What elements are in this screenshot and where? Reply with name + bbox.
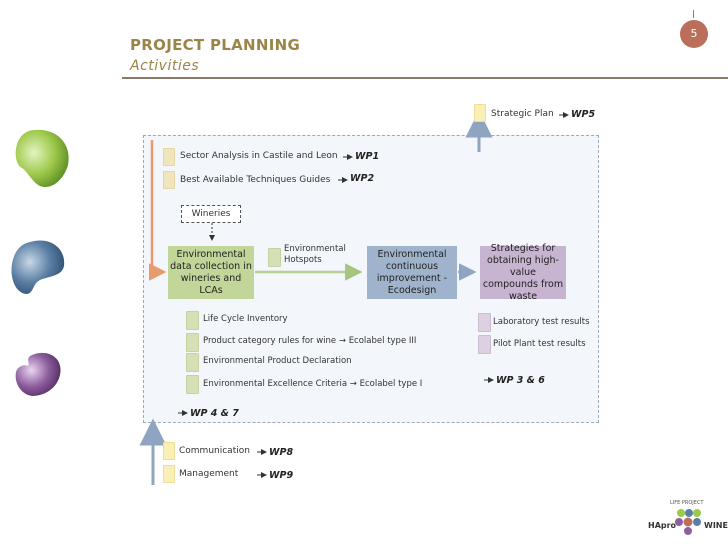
management-label: Management: [179, 469, 239, 479]
strategic-plan-wp: WP5: [571, 109, 596, 120]
hotspots-label: Environmental Hotspots: [284, 244, 346, 265]
bat-guides-label: Best Available Techniques Guides: [180, 175, 331, 185]
communication-label: Communication: [179, 446, 250, 456]
wp-3-6-label: WP 3 & 6: [496, 375, 545, 386]
decorative-shapes: [11, 129, 69, 396]
strategic-plan-label: Strategic Plan: [491, 109, 554, 119]
pilot-plant-label: Pilot Plant test results: [493, 339, 586, 349]
communication-wp: WP8: [269, 447, 294, 458]
purple-disc-shape: [15, 352, 61, 396]
wp-4-7-label: WP 4 & 7: [190, 408, 239, 419]
logo-right-text: WINE: [704, 521, 728, 530]
pilot-plant-doc-icon: [478, 335, 491, 354]
page-number-badge: 5: [680, 20, 708, 48]
sector-analysis-label: Sector Analysis in Castile and Leon: [180, 151, 338, 161]
hapro-wine-logo: LIFE PROJECT HApro WINE: [648, 500, 728, 540]
green-disc-shape: [15, 129, 69, 188]
hotspots-doc-icon: [268, 248, 281, 267]
excellence-criteria-doc-icon: [186, 375, 199, 394]
header-divider: [122, 77, 728, 79]
page-title: PROJECT PLANNING: [130, 36, 301, 54]
bat-guides-wp: WP2: [350, 173, 375, 184]
epd-doc-icon: [186, 353, 199, 372]
lci-doc-icon: [186, 311, 199, 330]
page-number-tick: [693, 10, 694, 18]
management-doc-icon: [163, 465, 175, 483]
logo-grape-icon: [675, 509, 701, 535]
wineries-box: Wineries: [181, 205, 241, 223]
orange-connector-arrow: [149, 140, 167, 281]
lci-label: Life Cycle Inventory: [203, 314, 288, 324]
pcr-doc-icon: [186, 333, 199, 352]
lab-results-doc-icon: [478, 313, 491, 332]
ecodesign-box: Environmental continuous improvement - E…: [367, 246, 457, 299]
strategic-plan-doc-icon: [474, 104, 486, 122]
blue-disc-shape: [11, 240, 65, 294]
communication-doc-icon: [163, 442, 175, 460]
sector-analysis-wp: WP1: [355, 151, 380, 162]
pcr-label: Product category rules for wine → Ecolab…: [203, 336, 417, 346]
logo-top-text: LIFE PROJECT: [670, 500, 704, 506]
strategies-box: Strategies for obtaining high-value comp…: [480, 243, 566, 302]
logo-left-text: HApro: [648, 521, 677, 530]
excellence-criteria-label: Environmental Excellence Criteria → Ecol…: [203, 379, 423, 389]
bat-guides-doc-icon: [163, 171, 175, 189]
data-collection-box: Environmental data collection in winerie…: [168, 246, 254, 299]
lab-results-label: Laboratory test results: [493, 317, 590, 327]
epd-label: Environmental Product Declaration: [203, 356, 352, 366]
page-subtitle: Activities: [130, 58, 200, 74]
management-wp: WP9: [269, 470, 294, 481]
sector-analysis-doc-icon: [163, 148, 175, 166]
